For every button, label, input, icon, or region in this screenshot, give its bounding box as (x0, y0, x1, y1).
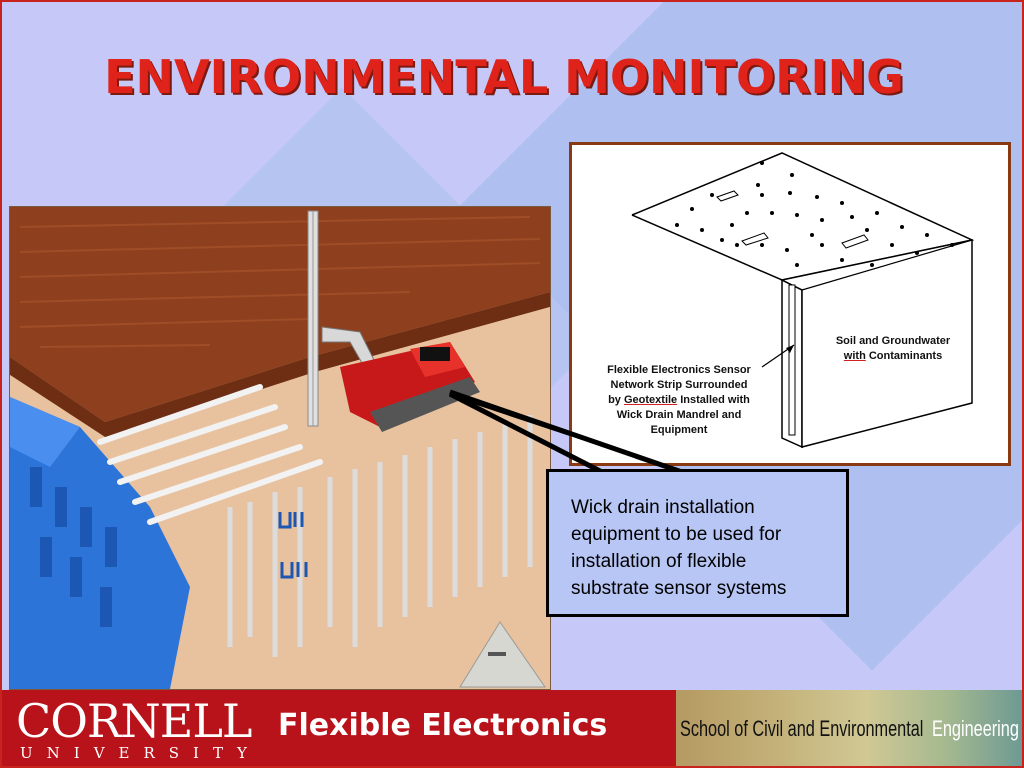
cornell-logo: CORNELL UNIVERSITY (16, 692, 276, 766)
soil-label-line: Soil and Groundwater (835, 335, 951, 347)
cornell-logo-subtitle: UNIVERSITY (20, 744, 261, 762)
soil-label-line: with Contaminants (843, 350, 943, 362)
wick-drain-illustration (9, 206, 551, 690)
school-name: School of Civil and Environmental (680, 716, 924, 741)
callout-box: Wick drain installation equipment to be … (546, 469, 849, 617)
cornell-logo-word: CORNELL (16, 694, 252, 748)
footer-bar: CORNELL UNIVERSITY Flexible Electronics … (2, 690, 1022, 766)
sensor-strip-label: Flexible Electronics Sensor Network Stri… (594, 363, 764, 438)
footer-title: Flexible Electronics (278, 708, 608, 743)
sensor-label-line: Wick Drain Mandrel and (616, 409, 742, 421)
with-term: with (843, 350, 866, 362)
school-banner: School of Civil and Environmental Engine… (676, 690, 1022, 766)
sensor-label-line: by Geotextile Installed with (608, 394, 750, 406)
school-highlight: Engineering (932, 716, 1019, 741)
sensor-label-line: Flexible Electronics Sensor (607, 364, 751, 376)
sensor-label-line: Equipment (650, 424, 708, 436)
slide-title: ENVIRONMENTAL MONITORING (104, 50, 904, 104)
geotextile-term: Geotextile (623, 394, 678, 406)
sensor-label-line: Network Strip Surrounded (610, 379, 748, 391)
sensor-network-diagram: Flexible Electronics Sensor Network Stri… (569, 142, 1011, 466)
soil-groundwater-label: Soil and Groundwater with Contaminants (818, 334, 968, 364)
